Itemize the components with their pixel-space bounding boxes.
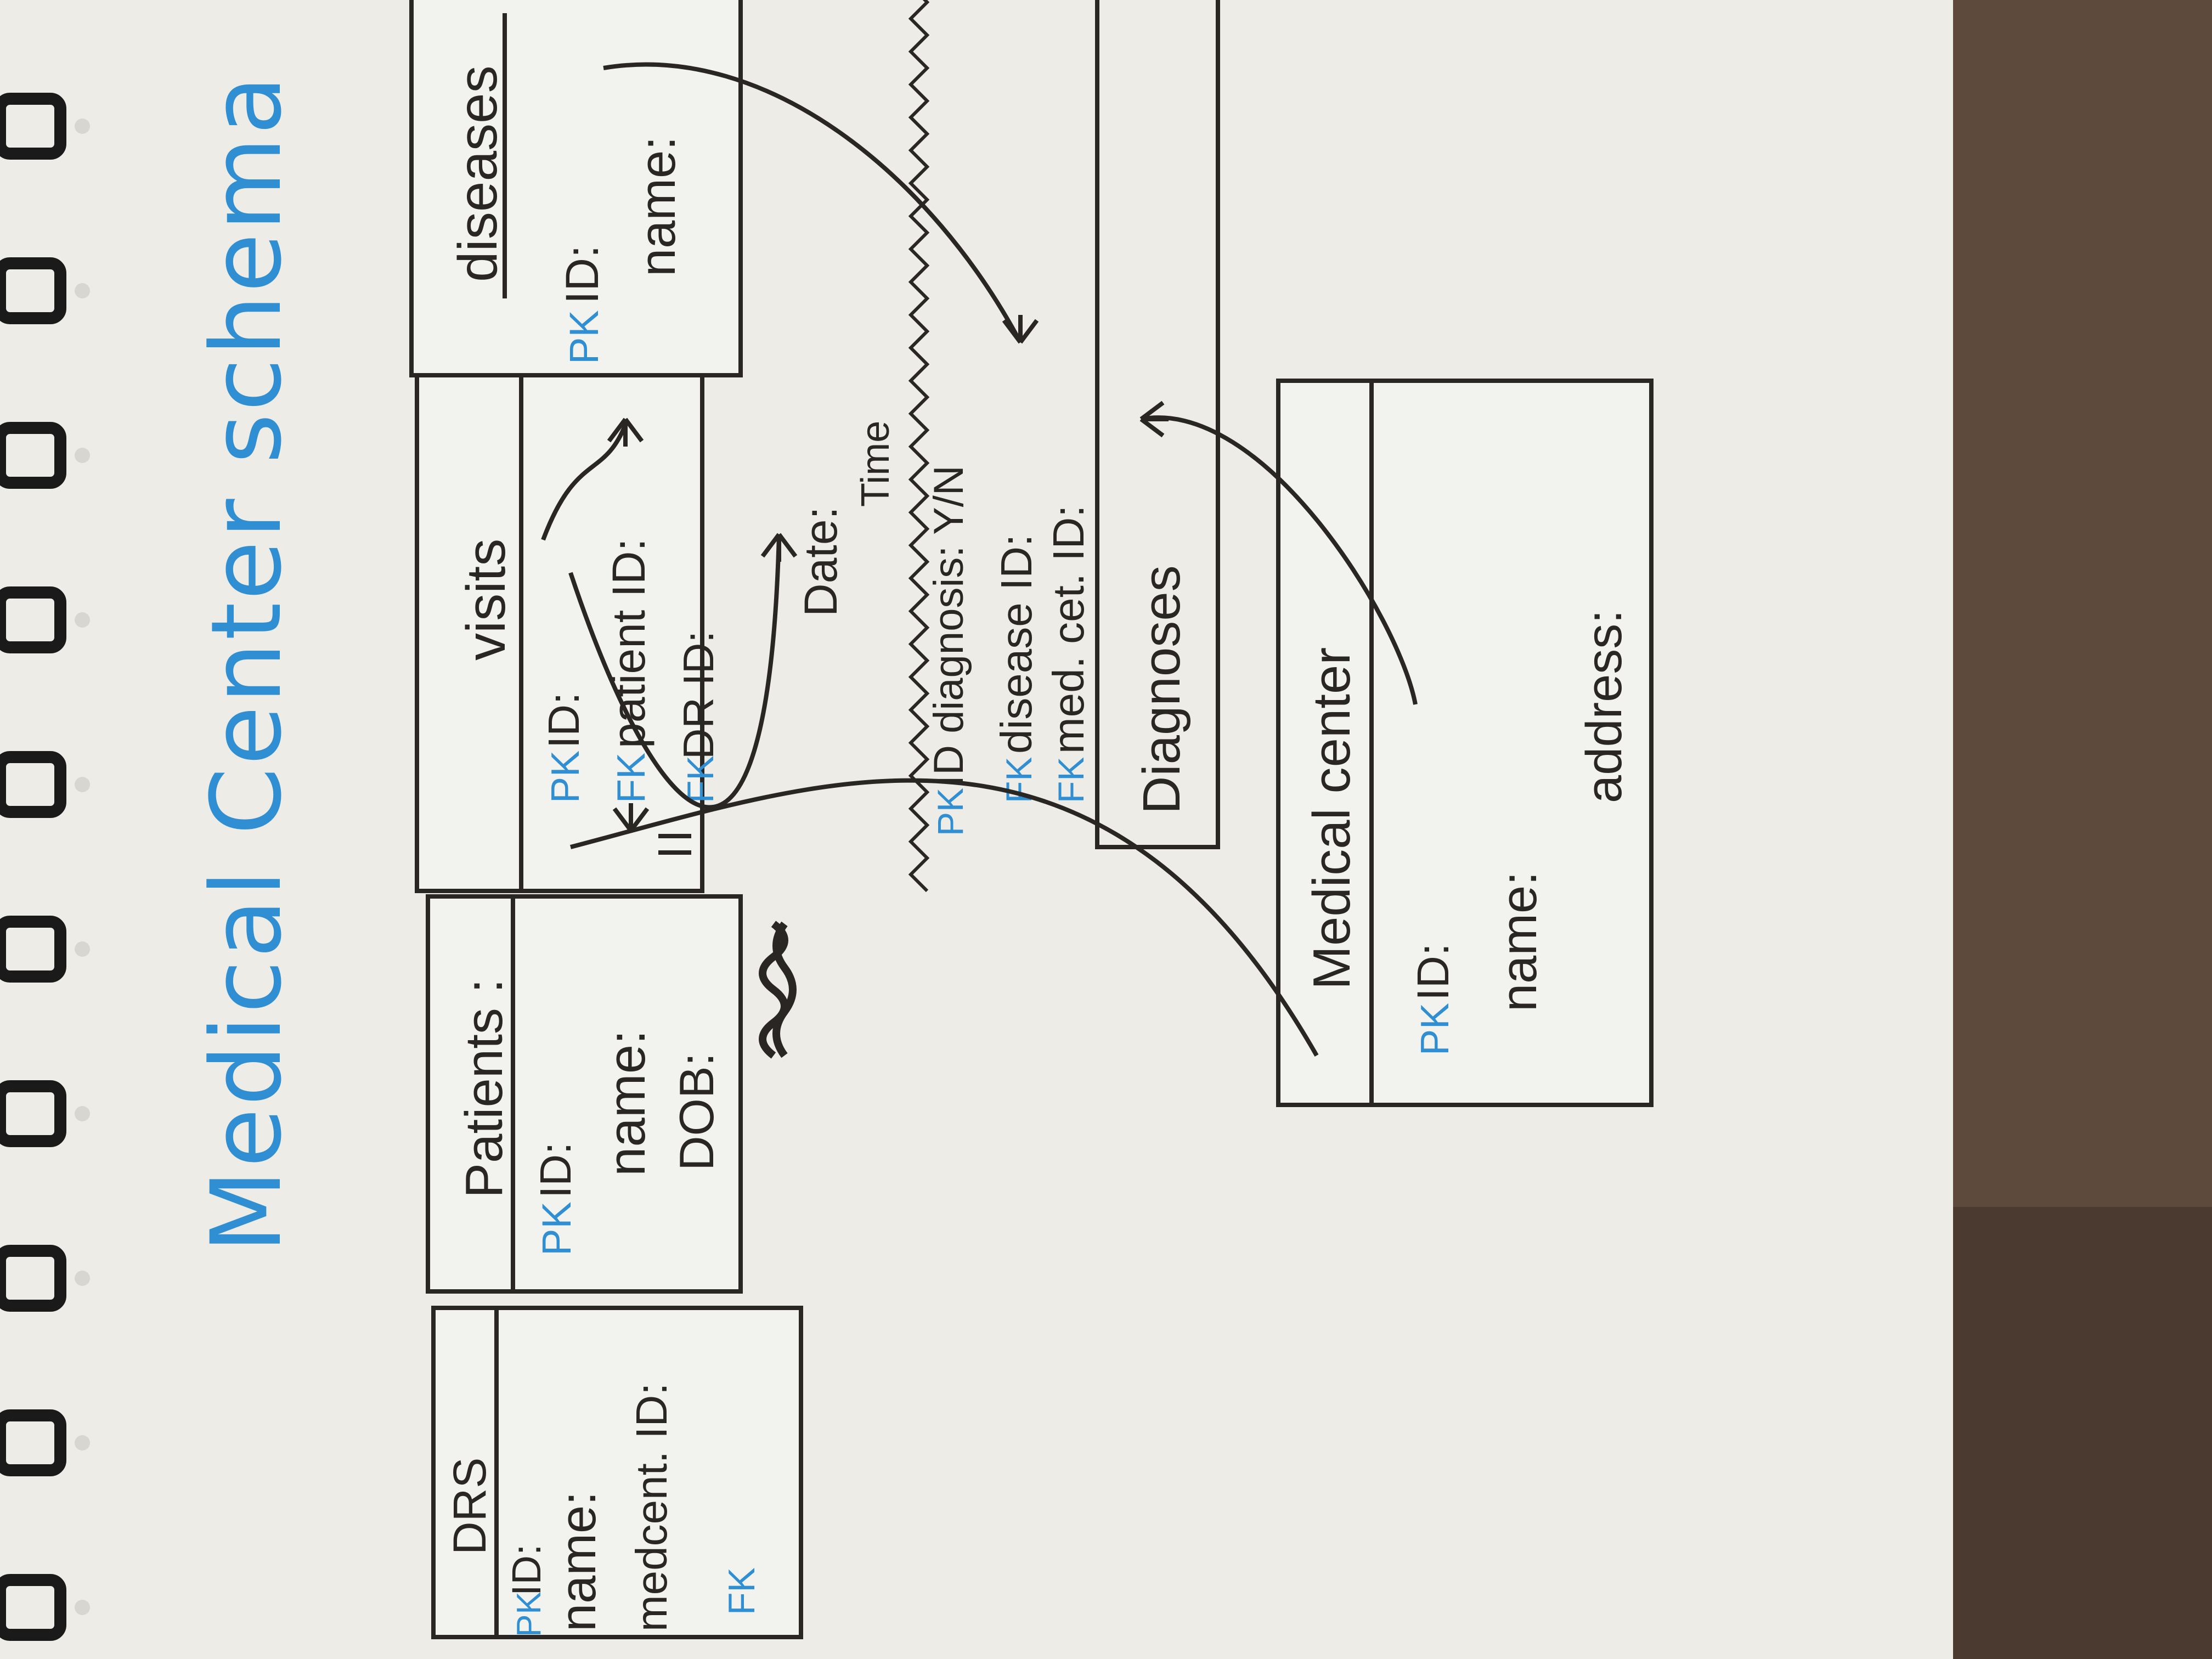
diagram-rotated: Medical Center schema DRS PK ID: name: m… <box>190 0 1654 1639</box>
visits-crossed-word: Time <box>854 421 898 507</box>
drs-field-3-label: medcent. ID: <box>627 1383 676 1632</box>
diagnoses-title: Diagnoses <box>1132 565 1191 814</box>
spiral-binding-ring-icon <box>0 93 66 160</box>
desk-shadow <box>1953 1207 2212 1659</box>
drs-field-4-key: FK <box>721 1567 763 1615</box>
diseases-field-1-label: ID: <box>556 245 608 304</box>
drs-field-1-key: PK <box>510 1592 548 1637</box>
visits-section-1-key: PK <box>930 788 970 836</box>
diseases-box <box>409 0 743 377</box>
rel-dr-visit <box>568 534 781 810</box>
drs-field-1-label: ID: <box>504 1544 549 1596</box>
visits-field-2-key: FK <box>610 753 653 803</box>
spiral-binding-ring-icon <box>0 1245 66 1312</box>
drs-fields: PK ID: name: medcent. ID: FK <box>504 1383 763 1637</box>
diseases-field-2-label: name: <box>630 136 686 276</box>
patients-field-3-label: DOB: <box>669 1053 724 1171</box>
spiral-binding-ring-icon <box>0 422 66 489</box>
visits-field-1-key: PK <box>544 751 588 803</box>
table-drs: DRS PK ID: name: medcent. ID: FK <box>431 1306 803 1639</box>
spiral-binding-ring-icon <box>0 1409 66 1476</box>
spiral-binding-hole <box>75 1435 90 1451</box>
visits-field-1-label: ID: <box>539 692 588 748</box>
diseases-field-1-key: PK <box>561 310 607 364</box>
visits-title: visits <box>455 539 517 661</box>
drs-field-2-label: name: <box>550 1491 606 1632</box>
visits-field-3-label: DR ID: <box>674 631 723 759</box>
crows-foot-many-icon <box>1002 315 1039 344</box>
spiral-binding-hole <box>75 777 90 792</box>
table-medical-center: Medical center PK ID: name: address: <box>1276 379 1654 1107</box>
spiral-binding <box>0 93 90 1641</box>
table-patients: Patients : PK ID: name: DOB: <box>426 894 797 1294</box>
spiral-binding-ring-icon <box>0 1080 66 1147</box>
diseases-title: diseases <box>447 65 509 282</box>
visits-section-3-label: med. cet. ID: <box>1044 505 1093 754</box>
spiral-binding-hole <box>75 283 90 298</box>
patients-box <box>426 894 743 1294</box>
visits-field-3-key: FK <box>680 755 721 803</box>
spiral-binding-hole <box>75 119 90 134</box>
drs-title: DRS <box>444 1458 495 1555</box>
spiral-binding-hole <box>75 448 90 463</box>
spiral-binding-hole <box>75 941 90 957</box>
medical-center-field-1-label: ID: <box>1408 943 1458 1001</box>
schema-title: Medical Center schema <box>190 74 303 1253</box>
patients-title: Patients : <box>455 979 514 1198</box>
rel-drs-medcenter <box>569 778 1319 1057</box>
crows-foot-many-icon <box>607 417 644 447</box>
spiral-binding-hole <box>75 1271 90 1286</box>
patients-field-2-label: name: <box>597 1030 656 1176</box>
medical-center-title: Medical center <box>1302 647 1361 990</box>
spiral-binding-hole <box>75 1600 90 1615</box>
spiral-binding-ring-icon <box>0 257 66 324</box>
one-mark-icon <box>658 834 691 855</box>
visits-section-2-label: disease ID: <box>992 534 1041 754</box>
relationships <box>541 62 1418 1057</box>
spiral-binding-ring-icon <box>0 1574 66 1641</box>
medical-center-field-3-label: address: <box>1576 610 1632 803</box>
spiral-binding-hole <box>75 612 90 628</box>
medical-center-field-1-key: PK <box>1413 1003 1457 1056</box>
spiral-binding-ring-icon <box>0 751 66 818</box>
medical-center-field-2-label: name: <box>1491 871 1547 1012</box>
drs-box <box>431 1306 803 1639</box>
rel-patient-visit <box>541 424 628 541</box>
diagnoses-box <box>1095 0 1220 849</box>
crows-foot-many-icon <box>1139 400 1169 438</box>
patients-scribble <box>759 921 797 1059</box>
crows-foot-many-icon <box>760 533 798 562</box>
visits-section-1-label: ID diagnosis: Y/N <box>926 465 972 787</box>
spiral-binding-ring-icon <box>0 916 66 983</box>
crows-foot-many-icon <box>612 803 650 832</box>
rel-visit-medcenter <box>1141 415 1418 705</box>
table-diseases: diseases PK ID: name: <box>409 0 743 377</box>
visits-section-3-key: FK <box>1051 757 1091 803</box>
spiral-binding-ring-icon <box>0 586 66 653</box>
visits-field-4-label: Date: <box>795 506 847 617</box>
patients-field-1-label: ID: <box>531 1142 580 1198</box>
visits-crossout-zigzag <box>908 0 930 893</box>
patients-field-1-key: PK <box>534 1201 579 1256</box>
spiral-binding-hole <box>75 1106 90 1121</box>
crows-foot-markers <box>607 315 1169 855</box>
rel-disease-visit <box>603 62 1023 343</box>
